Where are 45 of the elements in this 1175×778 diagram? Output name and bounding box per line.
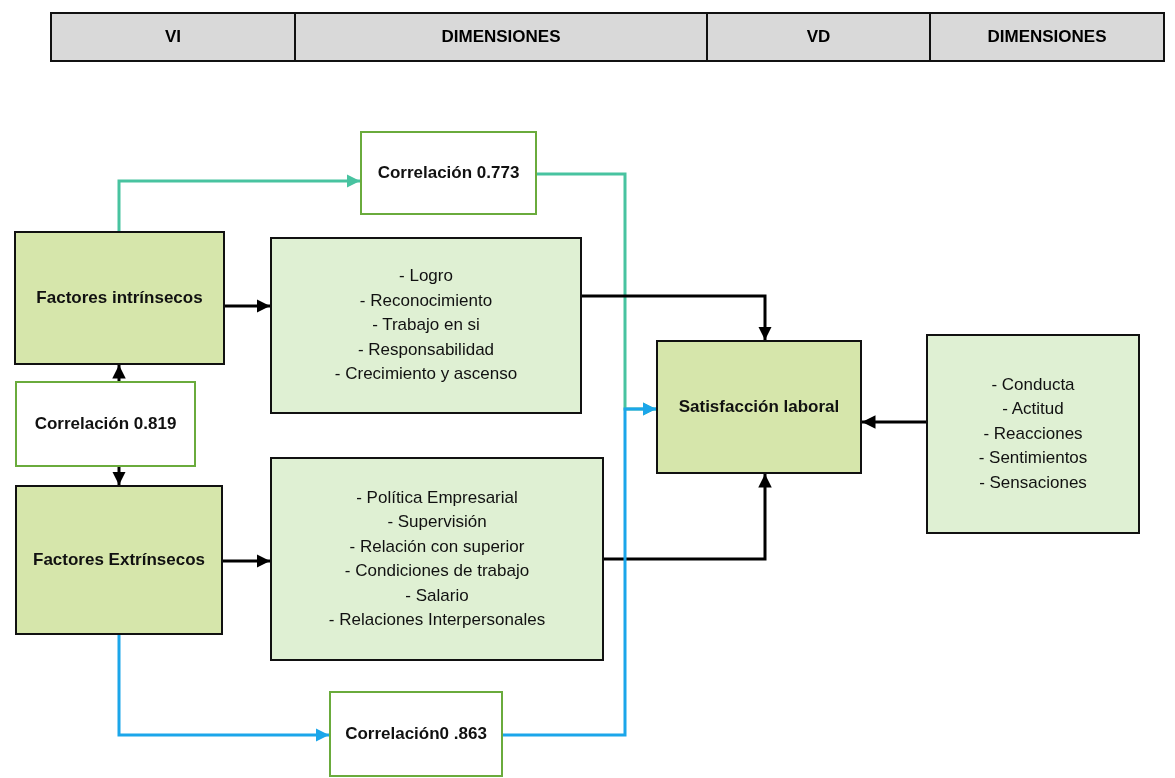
dimension-item: - Crecimiento y ascenso: [334, 363, 518, 386]
dimension-item: - Relaciones Interpersonales: [328, 609, 546, 631]
dimension-item: - Relación con superior: [349, 535, 525, 558]
dimension-item: - Política Empresarial: [356, 486, 518, 509]
factor-box: [656, 340, 862, 474]
correlation-box: [329, 691, 503, 777]
header-cell: VI: [50, 12, 296, 62]
dimension-item: - Supervisión: [387, 511, 487, 533]
arrow: [117, 635, 329, 742]
dimension-item: - Sensaciones: [979, 471, 1087, 494]
dimension-item: - Actitud: [1002, 398, 1064, 421]
factor-title: Factores Extrínsecos: [32, 549, 206, 571]
header-cell: DIMENSIONES: [294, 12, 708, 62]
arrow: [582, 294, 772, 340]
dimension-item: - Trabajo en si: [372, 314, 480, 337]
dimension-item: - Sentimientos: [978, 447, 1088, 470]
arrow: [225, 299, 270, 313]
dimension-item: - Reacciones: [983, 422, 1083, 445]
header-cell: VD: [706, 12, 931, 62]
arrow: [503, 402, 656, 737]
arrow: [112, 467, 126, 485]
dimension-item: - Salario: [405, 584, 469, 607]
dimension-item: - Condiciones de trabajo: [344, 560, 530, 582]
dimension-item: - Responsabilidad: [357, 338, 495, 361]
header-cell: DIMENSIONES: [929, 12, 1165, 62]
factor-box: [15, 485, 223, 635]
factor-title: Factores intrínsecos: [35, 287, 204, 309]
arrow: [223, 554, 270, 568]
dimension-item: - Conducta: [991, 373, 1075, 396]
correlation-box: [360, 131, 537, 215]
dimension-item: - Logro: [399, 265, 453, 288]
dimension-box: [270, 457, 604, 661]
arrow: [112, 365, 126, 381]
correlation-label: Correlación0 .863: [344, 723, 488, 745]
dimension-item: - Reconocimiento: [359, 289, 493, 312]
correlation-label: Correlación 0.819: [33, 413, 178, 435]
factor-title: Satisfacción laboral: [677, 396, 841, 418]
arrow: [604, 474, 772, 561]
correlation-box: [15, 381, 196, 467]
arrow: [117, 174, 360, 231]
dimension-box: [926, 334, 1140, 534]
arrow: [862, 415, 926, 429]
dimension-box: [270, 237, 582, 414]
factor-box: [14, 231, 225, 365]
correlation-label: Correlación 0.773: [376, 162, 521, 184]
